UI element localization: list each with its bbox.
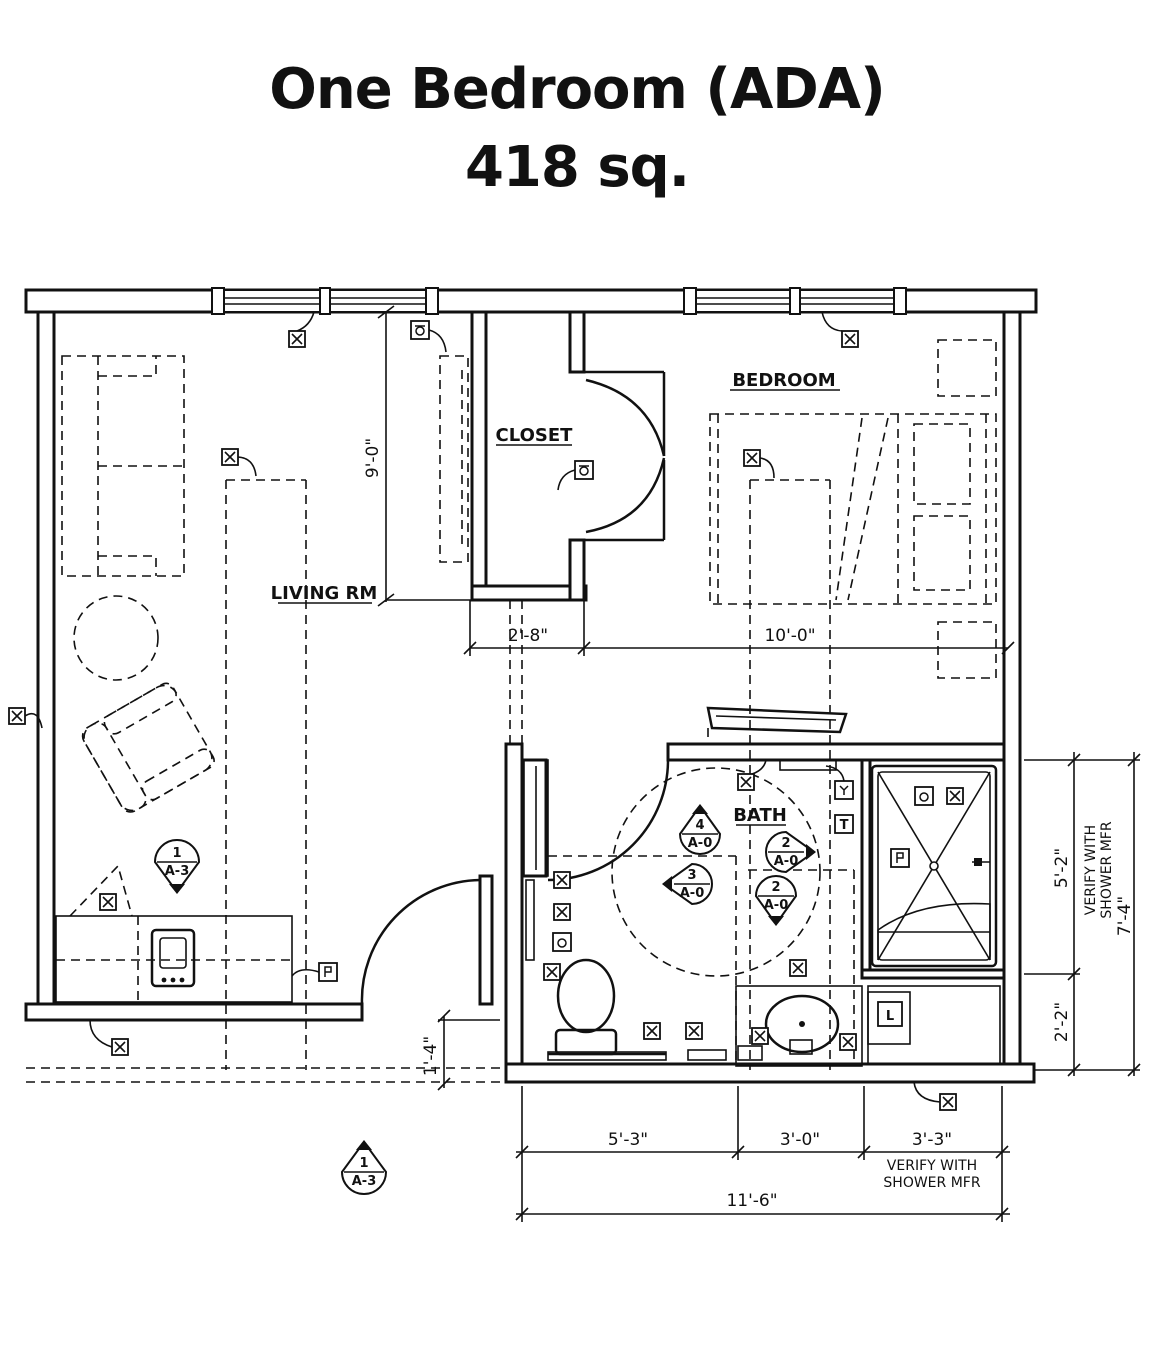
window-bedroom [683, 287, 907, 315]
svg-text:1: 1 [172, 846, 181, 861]
dim-5-3: 5'-3" [608, 1130, 648, 1150]
dim-10-0: 10'-0" [764, 626, 815, 646]
svg-text:A-3: A-3 [352, 1174, 377, 1189]
verify-note-bottom-1: VERIFY WITH [887, 1158, 977, 1174]
exterior-walls [24, 287, 1038, 1084]
verify-note-vertical-2: SHOWER MFR [1099, 821, 1115, 918]
bath-fixtures [523, 759, 1001, 1067]
svg-text:2: 2 [771, 880, 780, 895]
dimensions: 9'-0" 2'-8" 10'-0" 5'-2" 2'-2" VERIFY WI… [26, 305, 1141, 1222]
dim-5-2: 5'-2" [1052, 848, 1072, 888]
room-label-bedroom: BEDROOM [732, 370, 835, 391]
section-tag-2-a0-b: 2 A-0 [754, 875, 798, 926]
svg-text:2: 2 [781, 836, 790, 851]
dim-1-4: 1'-4" [421, 1036, 441, 1076]
room-label-closet: CLOSET [496, 425, 574, 446]
window-living [211, 287, 439, 315]
room-label-bath: BATH [733, 805, 787, 826]
living-furniture [55, 355, 469, 1070]
svg-text:A-0: A-0 [764, 898, 789, 913]
verify-note-bottom-2: SHOWER MFR [883, 1175, 980, 1191]
svg-text:3: 3 [687, 868, 696, 883]
dim-3-0: 3'-0" [780, 1130, 820, 1150]
svg-text:L: L [886, 1009, 894, 1024]
electrical-symbols: T L [8, 311, 964, 1111]
section-tags: 1 A-3 1 A-3 4 A-0 3 A-0 2 [153, 804, 816, 1195]
plan-title: One Bedroom (ADA) [269, 57, 885, 122]
svg-text:4: 4 [695, 818, 704, 833]
dim-2-8: 2'-8" [508, 626, 548, 646]
doors [360, 372, 670, 1005]
svg-text:A-0: A-0 [680, 886, 705, 901]
section-tag-1-a3-lower: 1 A-3 [340, 1140, 388, 1195]
bedroom-furniture [509, 339, 997, 1070]
tv-outlet: T [834, 814, 854, 834]
dim-2-2: 2'-2" [1052, 1002, 1072, 1042]
verify-note-vertical-1: VERIFY WITH [1083, 825, 1099, 915]
dim-7-4: 7'-4" [1115, 896, 1135, 936]
room-labels: LIVING RM CLOSET BEDROOM BATH [271, 370, 840, 826]
dim-3-3: 3'-3" [912, 1130, 952, 1150]
section-tag-2-a0-a: 2 A-0 [765, 830, 816, 874]
svg-text:A-0: A-0 [774, 854, 799, 869]
interior-walls [470, 310, 1006, 1006]
section-tag-4-a0: 4 A-0 [678, 804, 722, 855]
section-tag-3-a0: 3 A-0 [662, 862, 713, 906]
svg-text:1: 1 [359, 1156, 368, 1171]
svg-text:A-3: A-3 [165, 864, 190, 879]
room-label-living: LIVING RM [271, 583, 378, 604]
light-fixture: L [877, 1001, 903, 1027]
dim-11-6: 11'-6" [726, 1191, 777, 1211]
dim-9-0: 9'-0" [363, 438, 383, 478]
title-block: One Bedroom (ADA) 418 sq. [0, 62, 1154, 196]
plan-area: 418 sq. [464, 135, 690, 200]
svg-text:T: T [840, 818, 849, 833]
svg-text:A-0: A-0 [688, 836, 713, 851]
section-tag-1-a3-upper: 1 A-3 [153, 839, 201, 894]
